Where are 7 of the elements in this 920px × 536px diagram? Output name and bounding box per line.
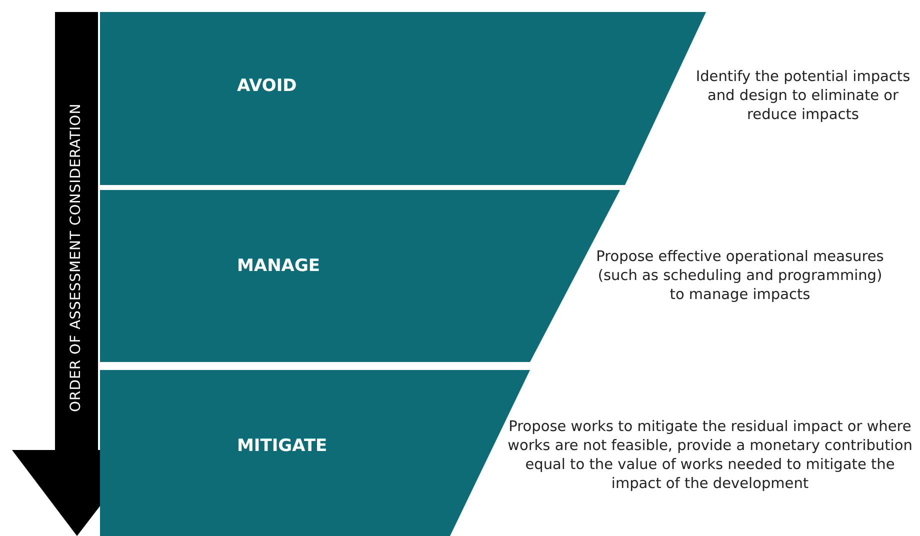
description-text: Identify the potential impacts and design to eliminate or reduce impacts [694,68,912,125]
level-title: AVOID [237,76,297,96]
description-text: Propose works to mitigate the residual impact or where works are not feasible, provide a monetary contribution equal to the value of works needed to mitigate the impact of the development [506,418,914,494]
axis-label: ORDER OF ASSESSMENT CONSIDERATION [68,103,84,412]
level-title: MITIGATE [237,436,328,456]
description-text: Propose effective operational measures (such as scheduling and programming) to manage impacts [595,248,885,305]
level-title: MANAGE [237,256,320,276]
